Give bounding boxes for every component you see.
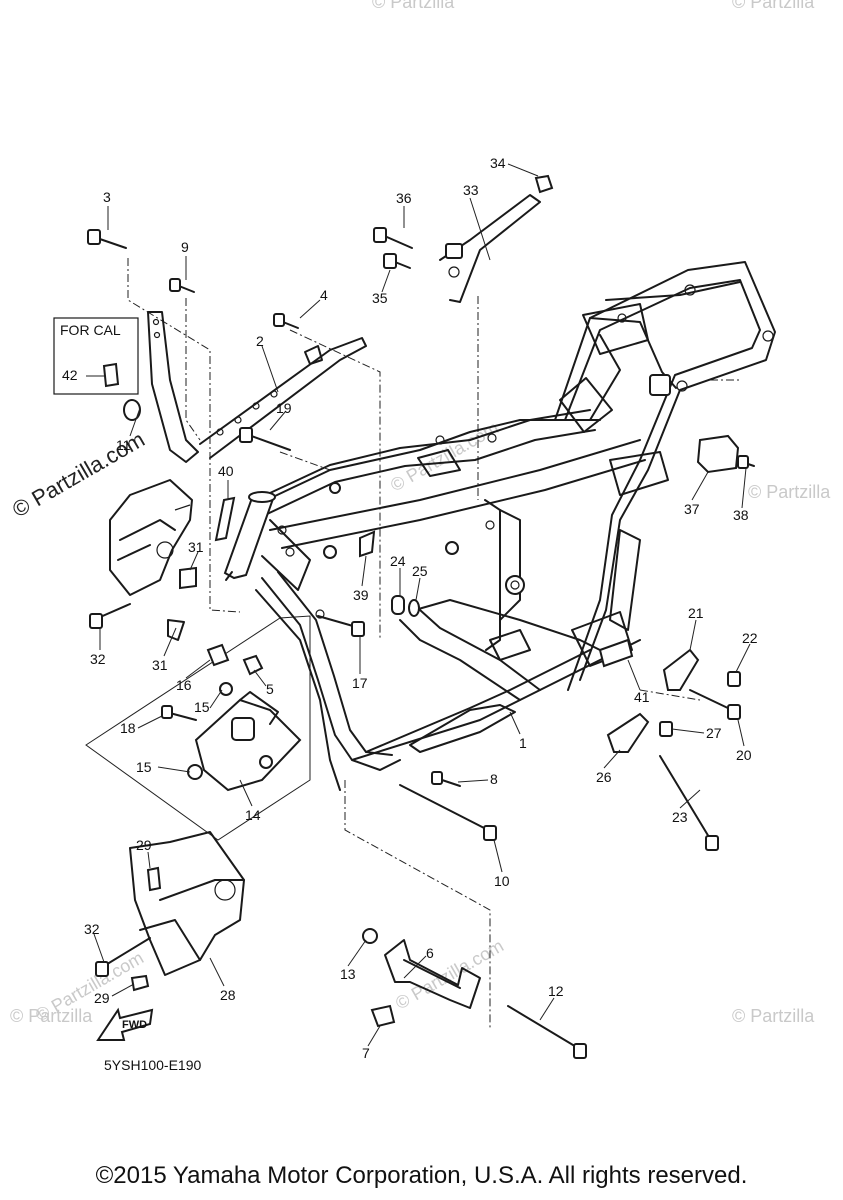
callout-numbers: 3 9 4 2 19 34 33 36 35 42 11 40 31 31 32… — [62, 155, 758, 1061]
watermark-left: © Partzilla — [10, 1006, 93, 1026]
callout-26: 26 — [596, 769, 612, 785]
callout-20: 20 — [736, 747, 752, 763]
callout-9: 9 — [181, 239, 189, 255]
callout-5: 5 — [266, 681, 274, 697]
callout-27: 27 — [706, 725, 722, 741]
callout-32a: 32 — [90, 651, 106, 667]
callout-4: 4 — [320, 287, 328, 303]
callout-36: 36 — [396, 190, 412, 206]
front-brackets — [109, 311, 367, 976]
callout-1: 1 — [519, 735, 527, 751]
callout-32b: 32 — [84, 921, 100, 937]
callout-17: 17 — [352, 675, 368, 691]
callout-14: 14 — [245, 807, 261, 823]
for-cal-label: FOR CAL — [60, 322, 121, 338]
callout-2: 2 — [256, 333, 264, 349]
watermark-top: © Partzilla — [372, 0, 455, 12]
reference-lines — [127, 258, 740, 1030]
callout-29b: 29 — [94, 990, 110, 1006]
callout-3: 3 — [103, 189, 111, 205]
callout-34: 34 — [490, 155, 506, 171]
callout-40: 40 — [218, 463, 234, 479]
callout-19: 19 — [276, 400, 292, 416]
callout-31b: 31 — [152, 657, 168, 673]
callout-38: 38 — [733, 507, 749, 523]
copyright-footer: ©2015 Yamaha Motor Corporation, U.S.A. A… — [95, 1162, 748, 1189]
callout-29a: 29 — [136, 837, 152, 853]
callout-39: 39 — [353, 587, 369, 603]
callout-6: 6 — [426, 945, 434, 961]
drawing-code: 5YSH100-E190 — [104, 1057, 202, 1073]
callout-33: 33 — [463, 182, 479, 198]
callout-18: 18 — [120, 720, 136, 736]
callout-21: 21 — [688, 605, 704, 621]
callout-16: 16 — [176, 677, 192, 693]
callout-25: 25 — [412, 563, 428, 579]
watermark-top-right: © Partzilla — [732, 0, 815, 12]
callout-10: 10 — [494, 873, 510, 889]
callout-23: 23 — [672, 809, 688, 825]
fwd-label: FWD — [122, 1019, 147, 1031]
watermark-right: © Partzilla — [748, 482, 831, 502]
callout-41: 41 — [634, 689, 650, 705]
callout-8: 8 — [490, 771, 498, 787]
callout-28: 28 — [220, 987, 236, 1003]
for-cal-box: FOR CAL — [53, 317, 139, 395]
watermark-bottom-right: © Partzilla — [732, 1006, 815, 1026]
callout-42: 42 — [62, 367, 78, 383]
callout-12: 12 — [548, 983, 564, 999]
callout-15a: 15 — [194, 699, 210, 715]
callout-15b: 15 — [136, 759, 152, 775]
fasteners — [87, 174, 755, 1059]
fwd-arrow: FWD — [96, 1007, 154, 1041]
callout-22: 22 — [742, 630, 758, 646]
callout-31a: 31 — [188, 539, 204, 555]
callout-13: 13 — [340, 966, 356, 982]
callout-11: 11 — [116, 437, 131, 453]
main-frame — [223, 261, 776, 791]
callout-35: 35 — [372, 290, 388, 306]
callout-37: 37 — [684, 501, 700, 517]
lower-bracket-box — [85, 615, 311, 841]
callout-24: 24 — [390, 553, 406, 569]
leader-lines — [86, 163, 751, 1047]
callout-7: 7 — [362, 1045, 370, 1061]
